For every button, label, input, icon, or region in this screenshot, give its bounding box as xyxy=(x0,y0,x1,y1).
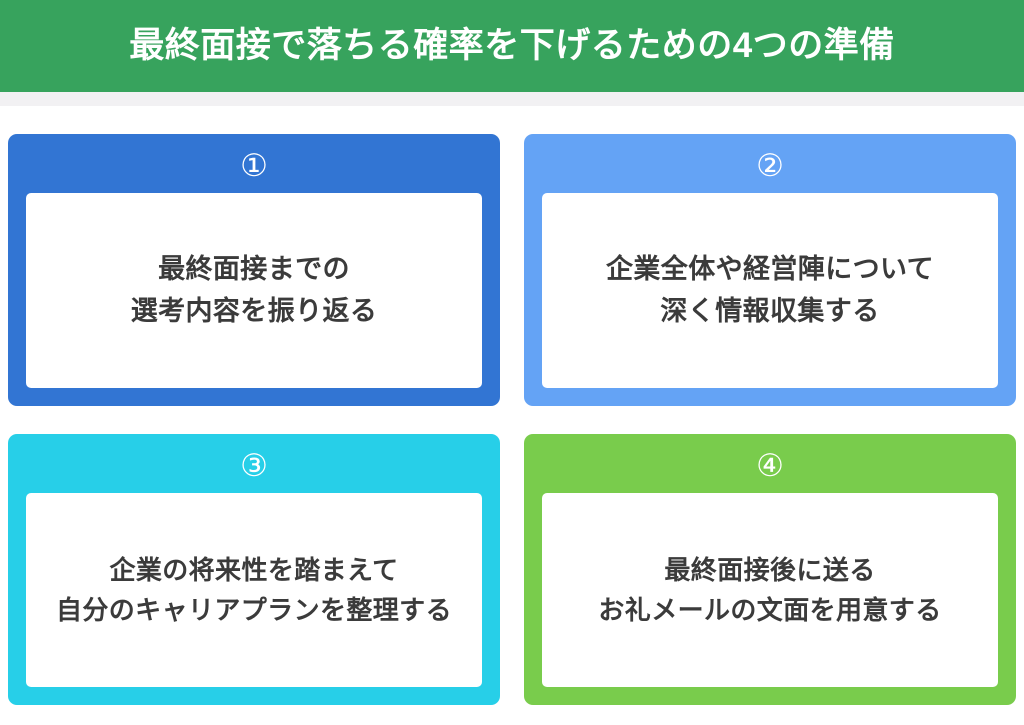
card-text-line-2a: 企業全体や経営陣について xyxy=(606,253,934,284)
card-text-line-3b: 自分のキャリアプランを整理する xyxy=(55,595,452,625)
page-title: 最終面接で落ちる確率を下げるための4つの準備 xyxy=(129,25,895,65)
card-text-line-3a: 企業の将来性を踏まえて xyxy=(109,554,399,585)
card-step-3: ③ 企業の将来性を踏まえて 自分のキャリアプランを整理する xyxy=(8,434,500,705)
card-body-3: 企業の将来性を踏まえて 自分のキャリアプランを整理する xyxy=(26,493,482,687)
header-banner: 最終面接で落ちる確率を下げるための4つの準備 xyxy=(0,0,1024,92)
card-body-4: 最終面接後に送る お礼メールの文面を用意する xyxy=(542,493,998,687)
card-step-1: ① 最終面接までの 選考内容を振り返る xyxy=(8,134,500,406)
step-number-badge-3: ③ xyxy=(240,447,268,484)
step-number-badge-1: ① xyxy=(240,147,268,184)
card-text-line-2b: 深く情報収集する xyxy=(660,295,880,326)
card-body-1: 最終面接までの 選考内容を振り返る xyxy=(26,193,482,388)
step-number-badge-4: ④ xyxy=(756,447,784,484)
card-step-2: ② 企業全体や経営陣について 深く情報収集する xyxy=(524,134,1016,406)
step-number-badge-2: ② xyxy=(756,147,784,184)
card-text-line-1a: 最終面接までの xyxy=(158,253,350,284)
card-text-line-4a: 最終面接後に送る xyxy=(664,554,876,585)
header-underbar xyxy=(0,92,1024,106)
card-step-4: ④ 最終面接後に送る お礼メールの文面を用意する xyxy=(524,434,1016,705)
card-grid: ① 最終面接までの 選考内容を振り返る ② 企業全体や経営陣について 深く情報収… xyxy=(8,134,1016,705)
card-text-line-1b: 選考内容を振り返る xyxy=(130,295,378,326)
card-text-line-4b: お礼メールの文面を用意する xyxy=(598,595,942,625)
card-body-2: 企業全体や経営陣について 深く情報収集する xyxy=(542,193,998,388)
